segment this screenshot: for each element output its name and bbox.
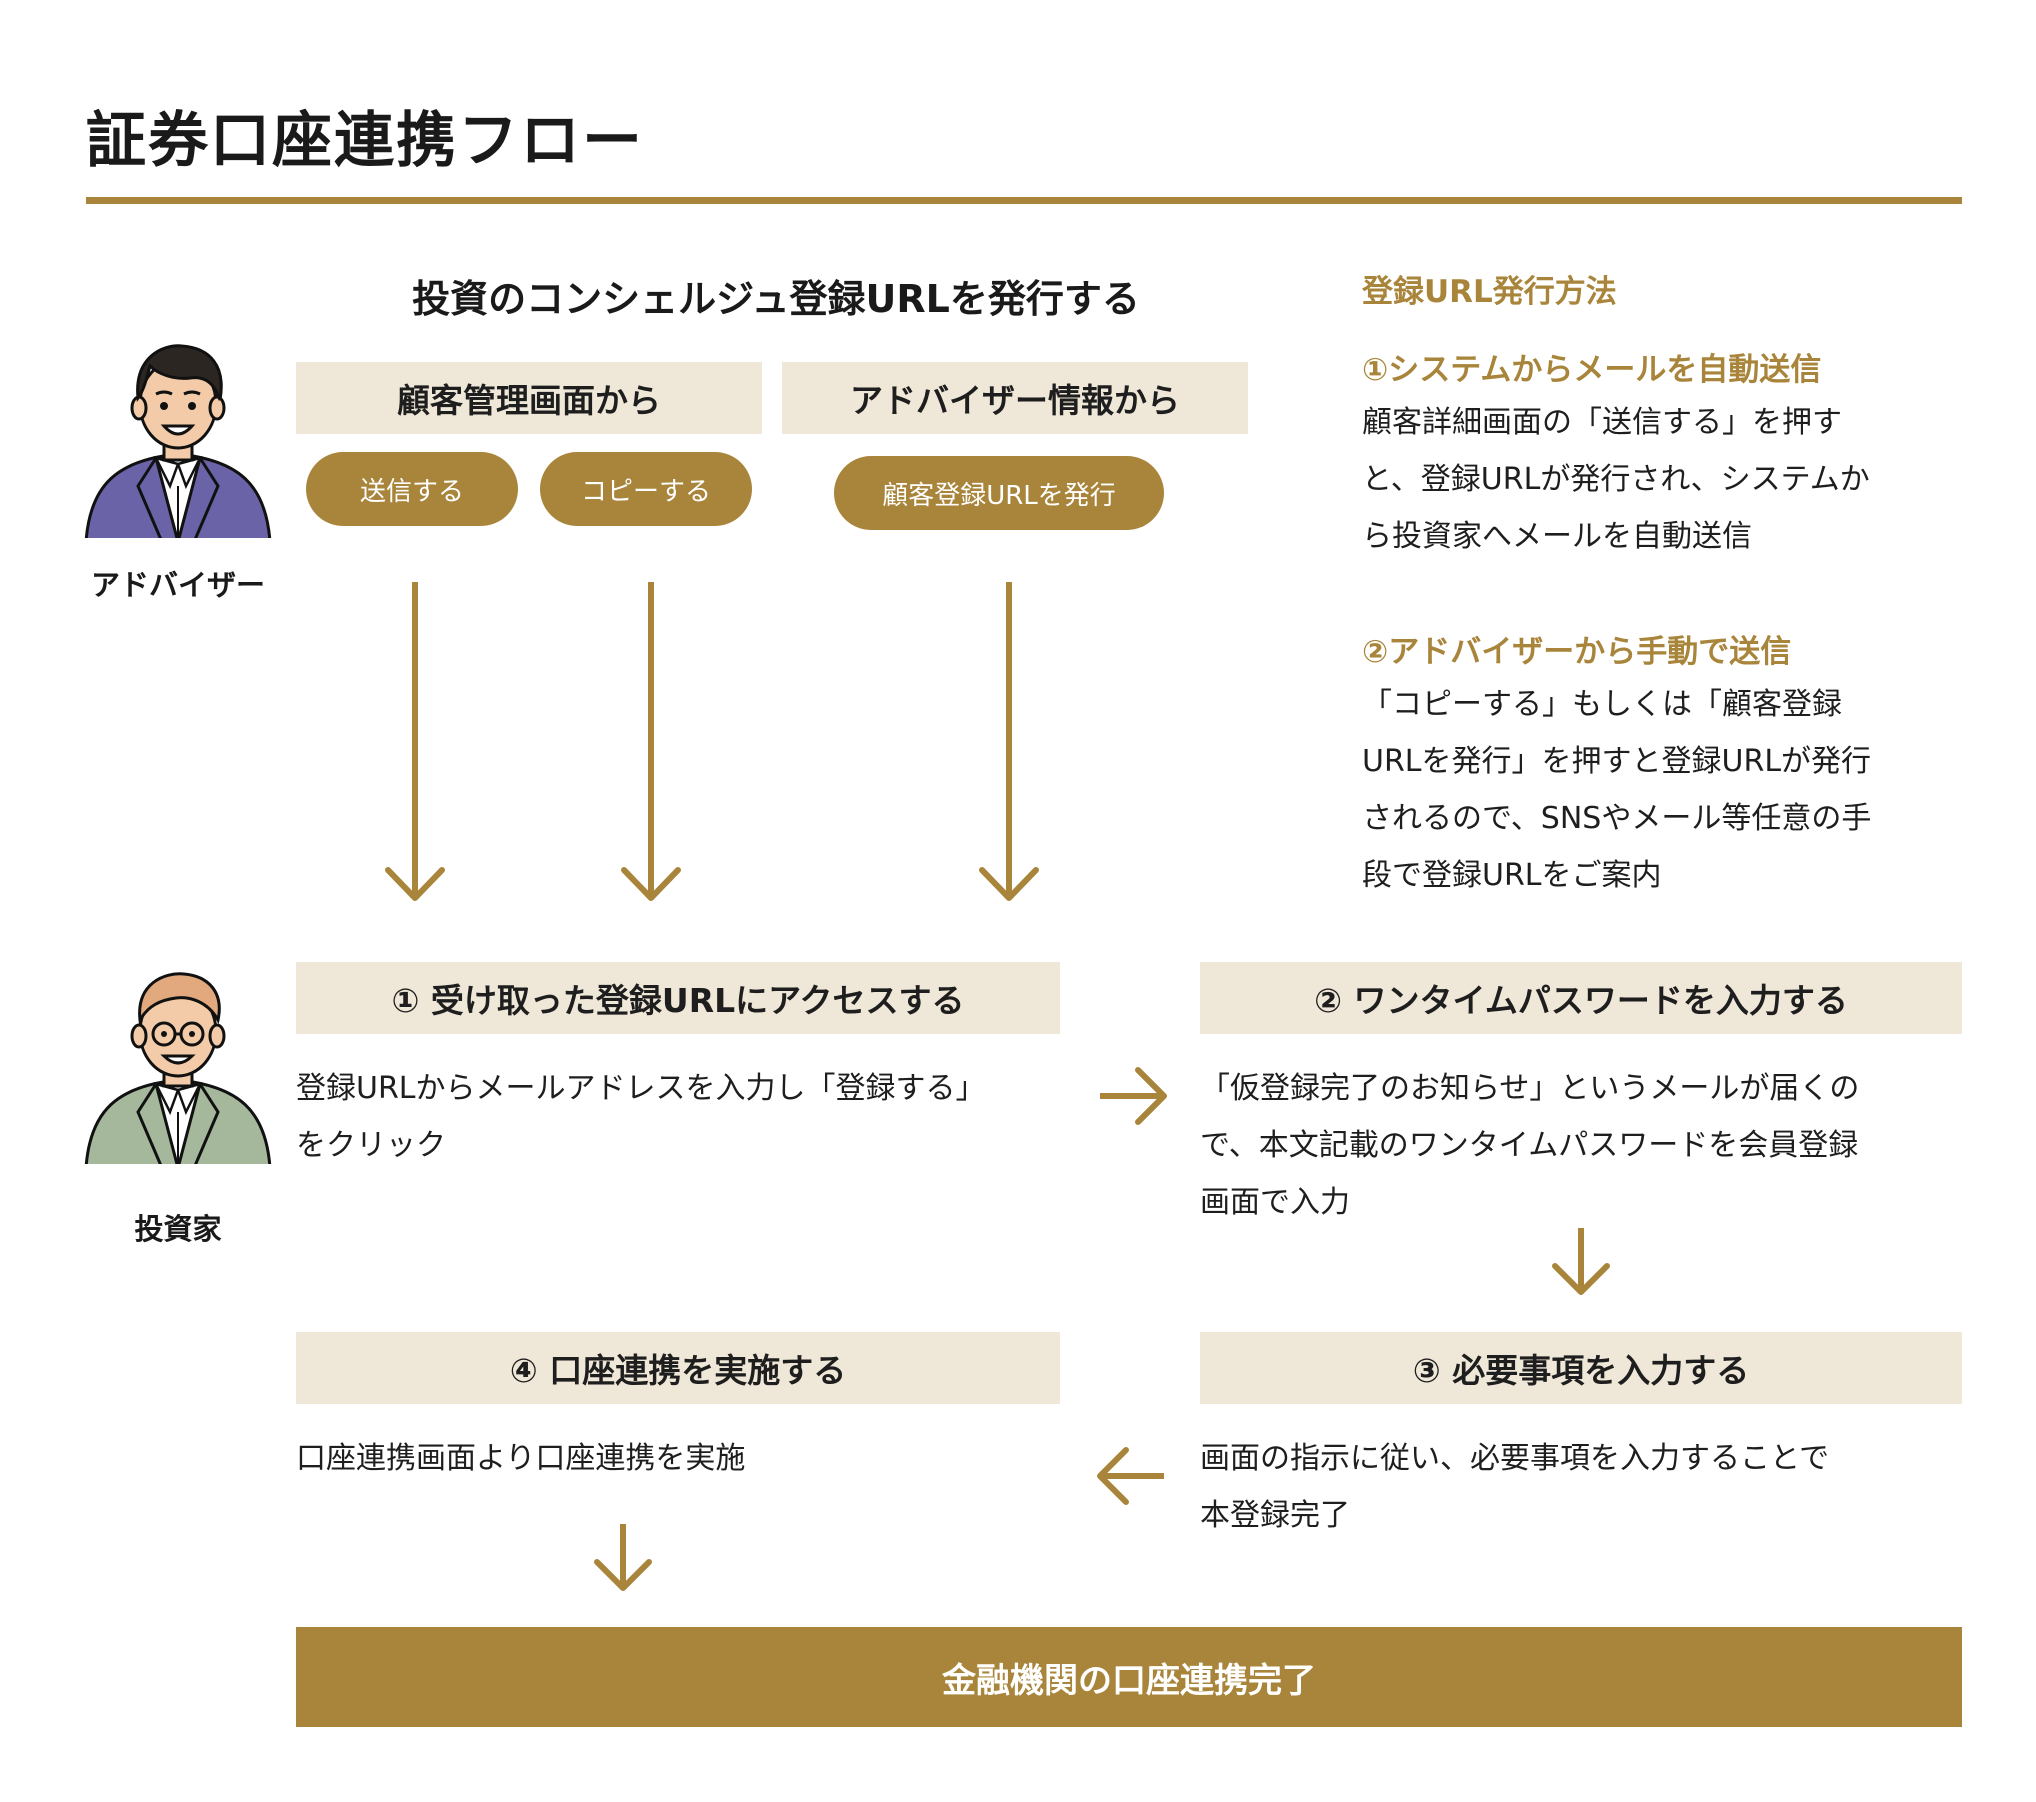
text-line: されるので、SNSやメール等任意の手 (1362, 801, 1872, 836)
step2-title: ② ワンタイムパスワードを入力する (1200, 962, 1962, 1034)
issue-url-button[interactable]: 顧客登録URLを発行 (834, 456, 1164, 530)
step4-title: ④ 口座連携を実施する (296, 1332, 1060, 1404)
text-line: 画面で入力 (1200, 1185, 1350, 1220)
text-line: 段で登録URLをご案内 (1362, 858, 1662, 893)
step1-title: ① 受け取った登録URLにアクセスする (296, 962, 1060, 1034)
send-button[interactable]: 送信する (306, 452, 518, 526)
step1-text: 登録URLからメールアドレスを入力し「登録する」 をクリック (296, 1060, 1060, 1174)
arrow-down-icon (1552, 1228, 1610, 1295)
text-line: をクリック (296, 1128, 446, 1163)
text-line: ら投資家へメールを自動送信 (1362, 519, 1752, 554)
title-rule (86, 197, 1962, 204)
arrow-down-icon (594, 1524, 652, 1591)
arrow-down-icon (621, 582, 681, 901)
method-heading: 登録URL発行方法 (1362, 274, 1617, 310)
advisor-label: アドバイザー (90, 568, 265, 602)
text-line: 画面の指示に従い、必要事項を入力することで (1200, 1441, 1830, 1476)
step3-text: 画面の指示に従い、必要事項を入力することで 本登録完了 (1200, 1430, 1962, 1544)
advisor-info-box: アドバイザー情報から (782, 362, 1248, 434)
text-line: 顧客詳細画面の「送信する」を押す (1362, 405, 1842, 440)
arrow-left-icon (1097, 1447, 1164, 1505)
text-line: 口座連携画面より口座連携を実施 (296, 1441, 746, 1476)
completion-banner: 金融機関の口座連携完了 (296, 1627, 1962, 1727)
text-line: と、登録URLが発行され、システムか (1362, 462, 1870, 497)
issue-heading: 投資のコンシェルジュ登録URLを発行する (412, 277, 1140, 321)
step3-title: ③ 必要事項を入力する (1200, 1332, 1962, 1404)
method-item1-text: 顧客詳細画面の「送信する」を押す と、登録URLが発行され、システムか ら投資家… (1362, 394, 1962, 565)
text-line: 「仮登録完了のお知らせ」というメールが届くの (1200, 1071, 1860, 1106)
advisor-avatar (84, 344, 272, 538)
step2-text: 「仮登録完了のお知らせ」というメールが届くの で、本文記載のワンタイムパスワード… (1200, 1060, 1962, 1231)
text-line: 登録URLからメールアドレスを入力し「登録する」 (296, 1071, 986, 1106)
text-line: で、本文記載のワンタイムパスワードを会員登録 (1200, 1128, 1859, 1163)
arrow-right-icon (1100, 1067, 1167, 1125)
method-item2-text: 「コピーする」もしくは「顧客登録 URLを発行」を押すと登録URLが発行 される… (1362, 676, 1962, 904)
method-item2-title: ②アドバイザーから手動で送信 (1362, 634, 1792, 670)
text-line: 本登録完了 (1200, 1498, 1350, 1533)
page-title: 証券口座連携フロー (86, 106, 644, 176)
customer-management-box: 顧客管理画面から (296, 362, 762, 434)
method-item1-title: ①システムからメールを自動送信 (1362, 352, 1822, 388)
investor-avatar (84, 972, 272, 1164)
text-line: URLを発行」を押すと登録URLが発行 (1362, 744, 1872, 779)
arrow-down-icon (385, 582, 445, 901)
text-line: 「コピーする」もしくは「顧客登録 (1362, 687, 1842, 722)
step4-text: 口座連携画面より口座連携を実施 (296, 1430, 1060, 1487)
copy-button[interactable]: コピーする (540, 452, 752, 526)
investor-label: 投資家 (134, 1212, 222, 1246)
arrow-down-icon (979, 582, 1039, 901)
